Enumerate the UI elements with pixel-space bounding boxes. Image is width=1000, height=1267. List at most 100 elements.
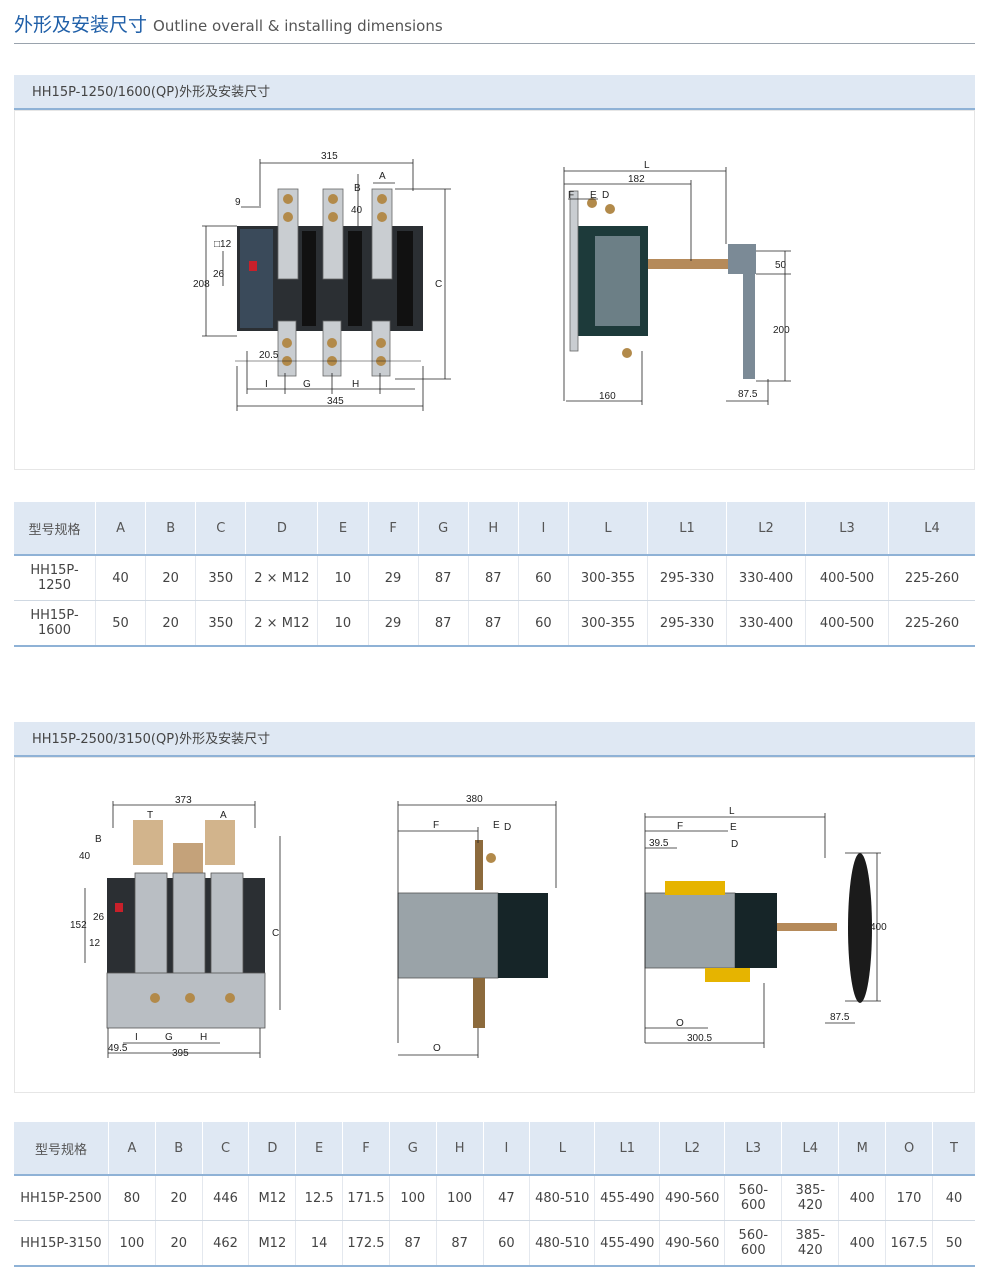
value-cell: 29 (368, 555, 419, 601)
value-cell: 60 (483, 1220, 531, 1267)
value-cell: 87 (468, 555, 519, 601)
value-cell: 480-510 (529, 1175, 596, 1221)
value-cell: 87 (418, 600, 469, 647)
section1-drawings: 315 A B 40 9 □12 26 208 C 20.5 I G H 345 (193, 151, 791, 411)
value-cell: 490-560 (659, 1175, 726, 1221)
value-cell: 10 (317, 555, 369, 601)
value-cell: 560-600 (724, 1220, 783, 1267)
value-cell: 12.5 (295, 1175, 344, 1221)
dim-E: E (590, 190, 597, 201)
page-title-cn: 外形及安装尺寸 (14, 14, 148, 36)
dim-B: B (95, 834, 102, 845)
value-cell: 167.5 (885, 1220, 933, 1267)
dim-I: I (135, 1032, 138, 1043)
s2-front-view (84, 801, 281, 1058)
col-header: H (436, 1122, 484, 1176)
s2-front-labels: 373 T A B 40 152 26 12 C I G H 49.5 395 (70, 795, 279, 1059)
value-cell: 87 (468, 600, 519, 647)
dim-152: 152 (70, 920, 87, 931)
value-cell: 2 × M12 (245, 600, 319, 647)
col-header: L3 (805, 502, 889, 556)
s2-busbar-1 (134, 872, 168, 984)
value-cell: 2 × M12 (245, 555, 319, 601)
dim-H: H (200, 1032, 207, 1043)
dim-40: 40 (79, 851, 91, 862)
dim-H: H (352, 379, 359, 390)
value-cell: 225-260 (888, 555, 975, 601)
s2-handle-labels: L F E 39.5 D 400 87.5 O 300.5 (649, 806, 887, 1044)
dim-26: 26 (213, 269, 225, 280)
col-header: B (145, 502, 197, 556)
col-header: D (248, 1122, 297, 1176)
dim-E: E (493, 820, 500, 831)
value-cell: 172.5 (342, 1220, 390, 1267)
dim-L: L (644, 160, 650, 171)
col-header: G (389, 1122, 437, 1176)
s1-side-view (563, 167, 791, 405)
dim-87-5: 87.5 (738, 389, 758, 400)
section2-drawings: 373 T A B 40 152 26 12 C I G H 49.5 395 (70, 794, 887, 1059)
dim-40: 40 (351, 205, 363, 216)
s2-side-plate (397, 892, 499, 979)
value-cell: 60 (518, 600, 570, 647)
value-cell: 100 (389, 1175, 437, 1221)
col-header: L4 (888, 502, 975, 556)
value-cell: 171.5 (342, 1175, 390, 1221)
dim-O: O (676, 1018, 684, 1029)
dim-D: D (731, 839, 738, 850)
value-cell: 20 (145, 600, 197, 647)
dim-A: A (220, 810, 227, 821)
dim-E: E (730, 822, 737, 833)
col-header: L3 (724, 1122, 783, 1176)
title-divider (14, 43, 975, 44)
model-cell: HH15P-1600 (14, 600, 96, 647)
value-cell: 170 (885, 1175, 933, 1221)
value-cell: 225-260 (888, 600, 975, 647)
value-cell: 330-400 (726, 555, 806, 601)
dim-26: 26 (93, 912, 105, 923)
value-cell: 20 (155, 1220, 203, 1267)
value-cell: 10 (317, 600, 369, 647)
dim-F: F (568, 190, 574, 201)
dim-12: 12 (89, 938, 101, 949)
value-cell: 295-330 (647, 600, 727, 647)
col-header: A (95, 502, 147, 556)
value-cell: 300-355 (568, 600, 648, 647)
value-cell: 295-330 (647, 555, 727, 601)
col-header: C (202, 1122, 250, 1176)
dim-F: F (433, 820, 439, 831)
dim-D: D (602, 190, 609, 201)
s1-handle (728, 244, 756, 274)
model-cell: HH15P-3150 (14, 1220, 109, 1267)
dim-315: 315 (321, 151, 338, 162)
dim-345: 345 (327, 396, 344, 407)
s1-handle-red (249, 261, 257, 271)
s2-handle-view (644, 813, 881, 1048)
value-cell: 50 (95, 600, 147, 647)
dim-G: G (165, 1032, 173, 1043)
value-cell: 100 (108, 1220, 156, 1267)
value-cell: 47 (483, 1175, 531, 1221)
col-header: L1 (647, 502, 727, 556)
value-cell: 385-420 (781, 1175, 840, 1221)
value-cell: 480-510 (529, 1220, 596, 1267)
dim-I: I (265, 379, 268, 390)
dim-50: 50 (775, 260, 787, 271)
col-header: H (468, 502, 519, 556)
col-header: C (195, 502, 247, 556)
value-cell: 400 (838, 1220, 887, 1267)
dim-D: D (504, 822, 511, 833)
dim-182: 182 (628, 174, 645, 185)
value-cell: 87 (418, 555, 469, 601)
value-cell: 350 (195, 600, 247, 647)
value-cell: 50 (932, 1220, 975, 1267)
col-header: F (342, 1122, 390, 1176)
s2-side-view (397, 801, 557, 1058)
value-cell: 400-500 (805, 600, 889, 647)
col-header: 型号规格 (14, 502, 96, 556)
value-cell: 40 (932, 1175, 975, 1221)
col-header: 型号规格 (14, 1122, 109, 1176)
col-header: D (245, 502, 319, 556)
